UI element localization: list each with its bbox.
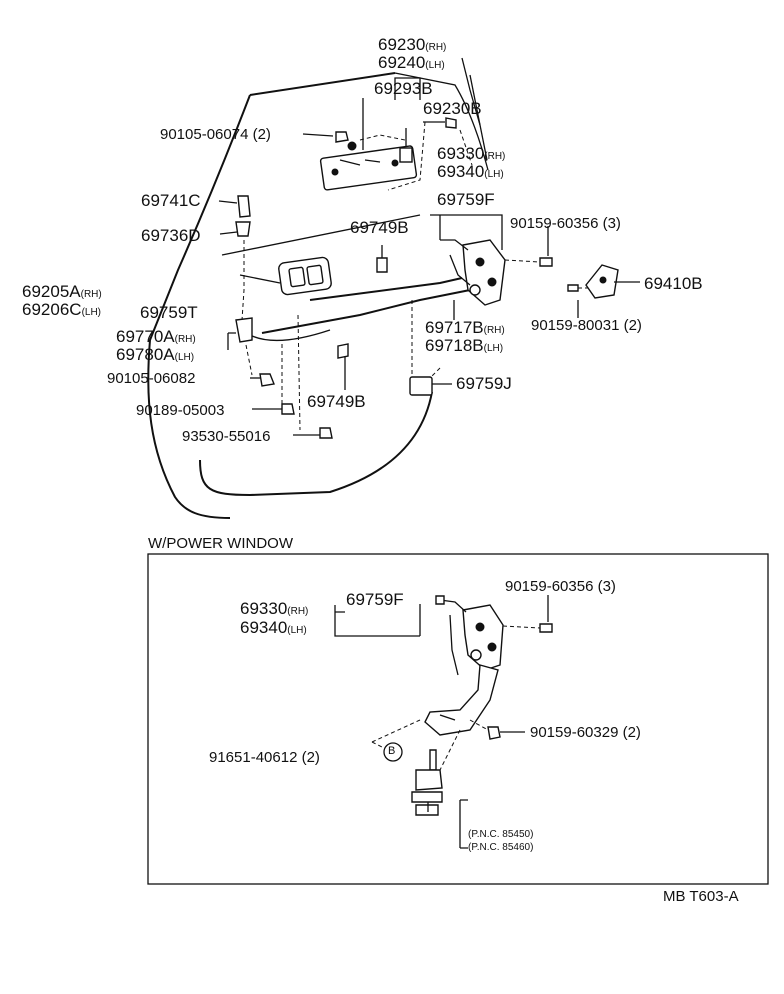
label-69410b: 69410B [644,274,703,293]
label-69717b-rh: 69717B(RH) [425,318,505,337]
section-title-power-window: W/POWER WINDOW [148,535,293,552]
label-90159-80031: 90159-80031 (2) [531,317,642,334]
footer-code: MB T603-A [663,888,739,905]
label-69718b-lh: 69718B(LH) [425,336,504,355]
label-69330-rh-box: 69330(RH) [240,599,309,618]
label-69330-rh-top: 69330(RH) [437,144,506,163]
label-pnc-85460: (P.N.C. 85460) [468,842,534,853]
label-91651-40612: 91651-40612 (2) [209,749,320,766]
power-window-box [147,553,769,885]
label-69230b: 69230B [423,99,482,118]
label-69340-lh-box: 69340(LH) [240,618,307,637]
label-pnc-85450: (P.N.C. 85450) [468,829,534,840]
label-69230-rh: 69230(RH) [378,35,447,54]
label-90105-06074: 90105-06074 (2) [160,126,271,143]
label-69759f-top: 69759F [437,190,495,209]
label-69205a-rh: 69205A(RH) [22,282,102,301]
label-69770a-rh: 69770A(RH) [116,327,196,346]
label-90189-05003: 90189-05003 [136,402,225,419]
label-69749b-bottom: 69749B [307,392,366,411]
label-90159-60356-box: 90159-60356 (3) [505,578,616,595]
label-69780a-lh: 69780A(LH) [116,345,195,364]
label-90159-60356-top: 90159-60356 (3) [510,215,621,232]
label-69749b-top: 69749B [350,218,409,237]
label-69240-lh: 69240(LH) [378,53,445,72]
label-69741c: 69741C [141,191,201,210]
label-90105-06082: 90105-06082 [107,370,196,387]
label-69759f-box: 69759F [346,590,404,609]
label-69340-lh-top: 69340(LH) [437,162,504,181]
label-69759t: 69759T [140,303,198,322]
label-69759j: 69759J [456,374,512,393]
callout-b: B [388,745,396,757]
label-93530-55016: 93530-55016 [182,428,271,445]
label-69293b: 69293B [374,79,433,98]
label-69736d: 69736D [141,226,201,245]
label-90159-60329: 90159-60329 (2) [530,724,641,741]
label-69206c-lh: 69206C(LH) [22,300,102,319]
door-panel-outline [147,72,433,519]
